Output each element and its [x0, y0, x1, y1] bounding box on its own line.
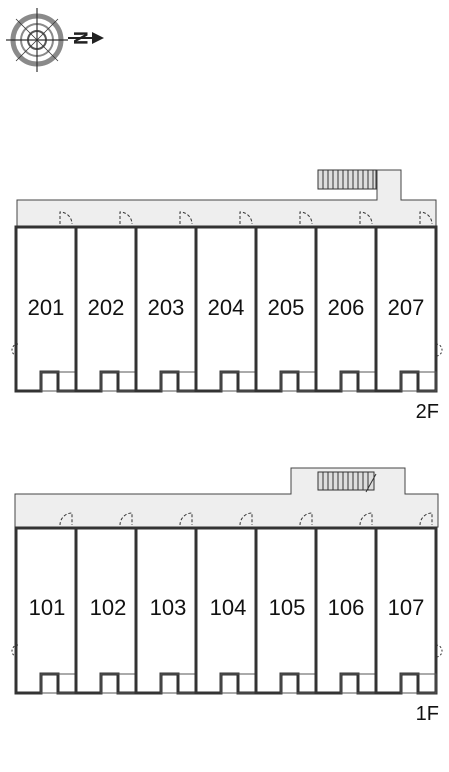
- door-icon: [239, 211, 253, 225]
- unit-104: 104: [194, 512, 258, 695]
- door-icon: [119, 211, 133, 225]
- unit-number: 102: [90, 595, 127, 620]
- door-icon: [299, 211, 313, 225]
- unit-204: 204: [194, 211, 258, 393]
- unit-201: 201: [14, 211, 78, 393]
- stairs-2f-icon: [317, 169, 377, 190]
- unit-number: 206: [328, 295, 365, 320]
- unit-number: 103: [150, 595, 187, 620]
- unit-number: 203: [148, 295, 185, 320]
- floor-1f-plan: 101 102 103 104 105: [11, 467, 443, 725]
- unit-number: 201: [28, 295, 65, 320]
- window-left-2f-icon: [11, 343, 19, 357]
- window-left-1f-icon: [11, 644, 19, 658]
- unit-number: 106: [328, 595, 365, 620]
- floor-label-2f: 2F: [416, 401, 439, 423]
- door-icon: [359, 211, 373, 225]
- stairs-1f-icon: [317, 471, 377, 493]
- unit-number: 202: [88, 295, 125, 320]
- unit-202: 202: [74, 211, 138, 393]
- door-icon: [419, 512, 433, 526]
- unit-number: 101: [29, 595, 66, 620]
- unit-number: 207: [388, 295, 425, 320]
- door-icon: [59, 512, 73, 526]
- unit-205: 205: [254, 211, 318, 393]
- door-icon: [299, 512, 313, 526]
- door-icon: [359, 512, 373, 526]
- unit-101: 101: [14, 512, 78, 695]
- window-right-2f-icon: [435, 343, 443, 357]
- unit-103: 103: [134, 512, 198, 695]
- compass-north-letter: N: [69, 31, 90, 45]
- door-icon: [419, 211, 433, 225]
- door-icon: [59, 211, 73, 225]
- window-right-1f-icon: [435, 644, 443, 658]
- unit-206: 206: [314, 211, 378, 393]
- compass-rose-icon: [6, 8, 104, 72]
- unit-102: 102: [74, 512, 138, 695]
- door-icon: [179, 211, 193, 225]
- unit-number: 205: [268, 295, 305, 320]
- unit-207: 207: [374, 211, 438, 393]
- unit-number: 204: [208, 295, 245, 320]
- door-icon: [119, 512, 133, 526]
- unit-107: 107: [374, 512, 438, 695]
- unit-number: 107: [388, 595, 425, 620]
- unit-203: 203: [134, 211, 198, 393]
- unit-106: 106: [314, 512, 378, 695]
- door-icon: [179, 512, 193, 526]
- unit-105: 105: [254, 512, 318, 695]
- unit-number: 104: [210, 595, 247, 620]
- unit-number: 105: [269, 595, 306, 620]
- floor-label-1f: 1F: [416, 703, 439, 725]
- floor-2f-plan: 201 202 203 204 205: [11, 169, 443, 423]
- door-icon: [239, 512, 253, 526]
